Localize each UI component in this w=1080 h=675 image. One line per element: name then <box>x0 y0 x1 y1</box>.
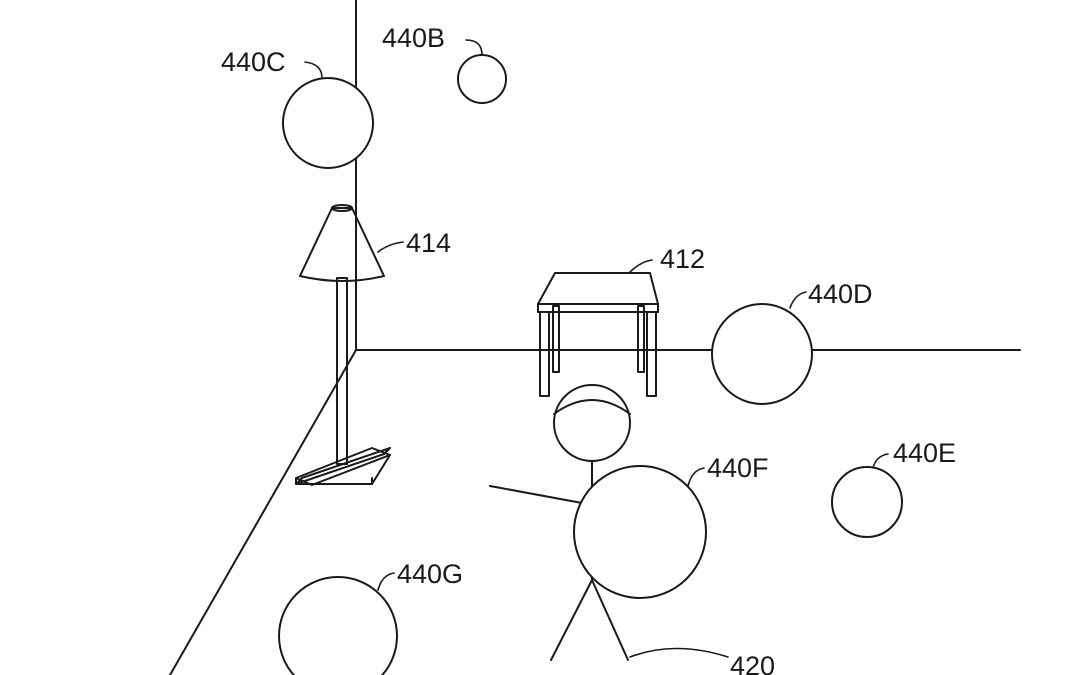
label-440d: 440D <box>808 279 873 309</box>
table-leg <box>540 312 549 396</box>
label-440g: 440G <box>397 559 463 589</box>
orb-440e <box>832 467 902 537</box>
person-leg <box>551 580 592 660</box>
orb-440f <box>574 466 706 598</box>
lamp-414 <box>296 205 390 485</box>
table-leg <box>553 306 559 372</box>
table-top <box>538 273 658 304</box>
label-440e: 440E <box>893 438 956 468</box>
person-head <box>554 385 630 461</box>
orb-440g <box>279 577 397 675</box>
table-412 <box>538 273 658 396</box>
lamp-pole <box>337 278 347 464</box>
headset-band <box>554 400 630 414</box>
label-414: 414 <box>406 228 451 258</box>
label-440f: 440F <box>707 453 769 483</box>
person-arm <box>490 486 582 503</box>
table-leg <box>647 312 656 396</box>
label-440b: 440B <box>382 23 445 53</box>
lamp-shade <box>300 208 384 281</box>
orb-440b <box>458 55 506 103</box>
orb-440c <box>283 78 373 168</box>
label-440c: 440C <box>221 47 286 77</box>
label-420: 420 <box>730 651 775 675</box>
orb-440d <box>712 304 812 404</box>
table-leg <box>638 306 644 372</box>
label-412: 412 <box>660 244 705 274</box>
